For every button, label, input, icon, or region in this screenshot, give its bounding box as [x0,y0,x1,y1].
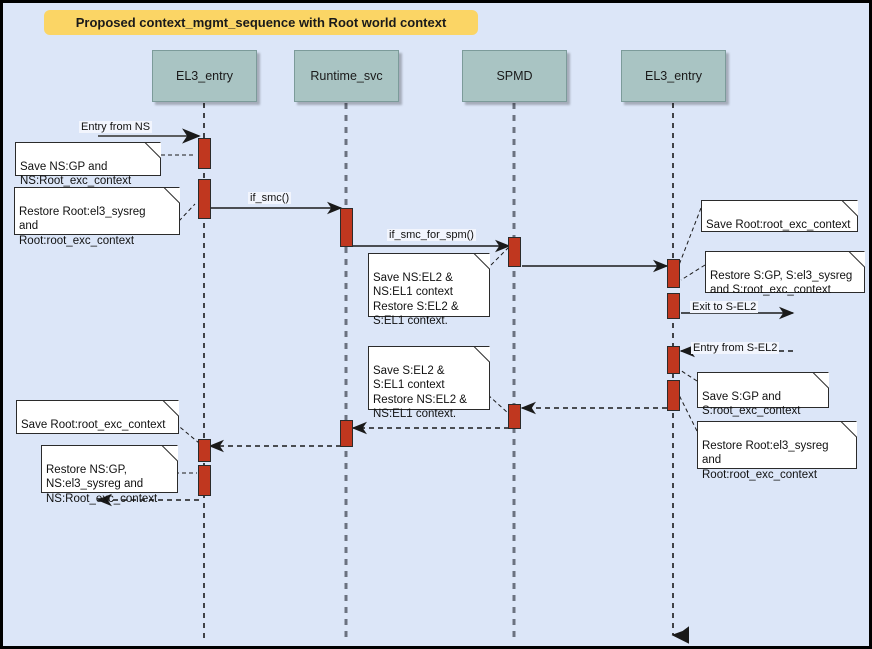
note-text: Save NS:EL2 & NS:EL1 context Restore S:E… [373,271,459,328]
note-connector-5 [680,264,706,281]
activation-bar-el3-1-b [198,179,211,219]
note-save-s-gp: Save S:GP and S:root_exc_context [697,372,829,417]
note-fold-edge [473,253,490,270]
note-connector-8 [487,394,509,414]
note-connector-6 [679,369,698,382]
note-restore-root-el3-sysreg-bottom: Restore Root:el3_sysreg and Root:root_ex… [697,421,857,481]
note-restore-ns-gp: Restore NS:GP, NS:el3_sysreg and NS:Root… [41,445,178,505]
note-connector-4 [678,207,702,266]
participant-runtime-svc[interactable]: Runtime_svc [294,50,399,102]
note-text: Save Root:root_exc_context [21,418,166,431]
note-save-root-exc-context-left: Save Root:root_exc_context [16,400,179,434]
activation-bar-el3-2-b [667,293,680,319]
message-label-exit-to-s-el2: Exit to S-EL2 [690,301,759,313]
activation-bar-el3-2-c [667,346,680,374]
note-text: Restore NS:GP, NS:el3_sysreg and NS:Root… [46,463,158,505]
participant-el3-entry-1[interactable]: EL3_entry [152,50,257,102]
note-save-root-exc-context-right: Save Root:root_exc_context [701,200,858,232]
participant-spmd[interactable]: SPMD [462,50,567,102]
activation-bar-runtime-svc-a [340,208,353,247]
participant-label: EL3_entry [176,69,233,83]
activation-bar-el3-2-a [667,259,680,288]
note-restore-s-gp-s-el3-sysreg: Restore S:GP, S:el3_sysreg and S:root_ex… [705,251,865,296]
note-connector-3 [490,247,509,266]
participant-label: Runtime_svc [310,69,383,83]
note-connector-7 [678,394,698,432]
note-fold-edge [144,142,161,159]
diagram-title-banner: Proposed context_mgmt_sequence with Root… [44,10,478,35]
message-label-if-smc-for-spm: if_smc_for_spm() [387,229,476,241]
note-text: Save S:EL2 & S:EL1 context Restore NS:EL… [373,364,467,421]
message-label-if-smc: if_smc() [248,192,292,204]
note-text: Save Root:root_exc_context [706,218,851,231]
participant-el3-entry-2[interactable]: EL3_entry [621,50,726,102]
note-text: Save NS:GP and NS:Root_exc_context [20,160,132,188]
note-connector-9 [174,422,200,444]
note-save-s-el2-restore-ns-el2: Save S:EL2 & S:EL1 context Restore NS:EL… [368,346,490,420]
note-save-ns-gp: Save NS:GP and NS:Root_exc_context [15,142,161,187]
note-connector-2 [178,203,196,222]
note-text: Save S:GP and S:root_exc_context [702,390,801,418]
activation-bar-el3-1-d [198,465,211,496]
activation-bar-el3-1-c [198,439,211,462]
note-fold-edge [473,346,490,363]
activation-bar-el3-1-a [198,138,211,169]
note-fold-edge [848,251,865,268]
note-fold-edge [163,187,180,204]
message-label-entry-from-s-el2: Entry from S-EL2 [691,342,780,354]
note-text: Restore Root:el3_sysreg and Root:root_ex… [19,205,146,247]
participant-label: SPMD [496,69,533,83]
activation-bar-el3-2-d [667,380,680,411]
note-fold-edge [841,200,858,217]
note-text: Restore S:GP, S:el3_sysreg and S:root_ex… [710,269,853,297]
activation-bar-runtime-svc-b [340,420,353,447]
diagram-vector-layer [96,103,795,644]
note-restore-root-el3-sysreg-top: Restore Root:el3_sysreg and Root:root_ex… [14,187,180,247]
note-fold-edge [161,445,178,462]
activation-bar-spmd-b [508,404,521,429]
note-fold-edge [812,372,829,389]
note-fold-edge [162,400,179,417]
note-save-ns-el2-restore-s-el2: Save NS:EL2 & NS:EL1 context Restore S:E… [368,253,490,327]
note-text: Restore Root:el3_sysreg and Root:root_ex… [702,439,829,481]
message-label-entry-from-ns: Entry from NS [79,121,153,133]
activation-bar-spmd-a [508,237,521,267]
participant-label: EL3_entry [645,69,702,83]
note-fold-edge [840,421,857,438]
